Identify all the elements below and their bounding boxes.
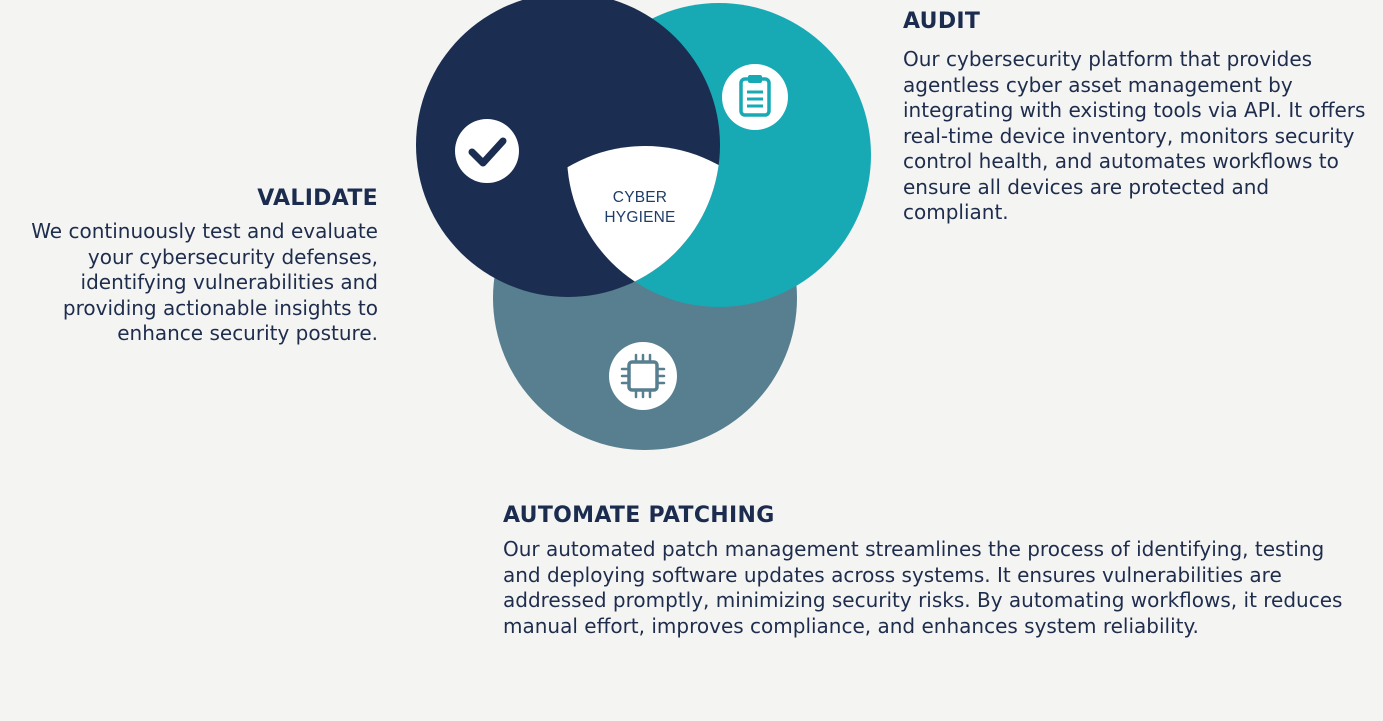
automate-patching-description: Our automated patch management streamlin… (503, 537, 1343, 638)
check-circle-icon (455, 119, 519, 183)
audit-description: Our cybersecurity platform that provides… (903, 47, 1366, 224)
center-label-line2: HYGIENE (604, 209, 675, 226)
clipboard-icon (722, 64, 788, 130)
chip-icon (609, 342, 677, 410)
center-label-line1: CYBER (613, 189, 667, 206)
validate-heading: VALIDATE (257, 186, 378, 211)
audit-heading: AUDIT (903, 9, 981, 34)
validate-description: We continuously test and evaluate your c… (31, 219, 378, 345)
automate-patching-heading: AUTOMATE PATCHING (503, 503, 775, 528)
